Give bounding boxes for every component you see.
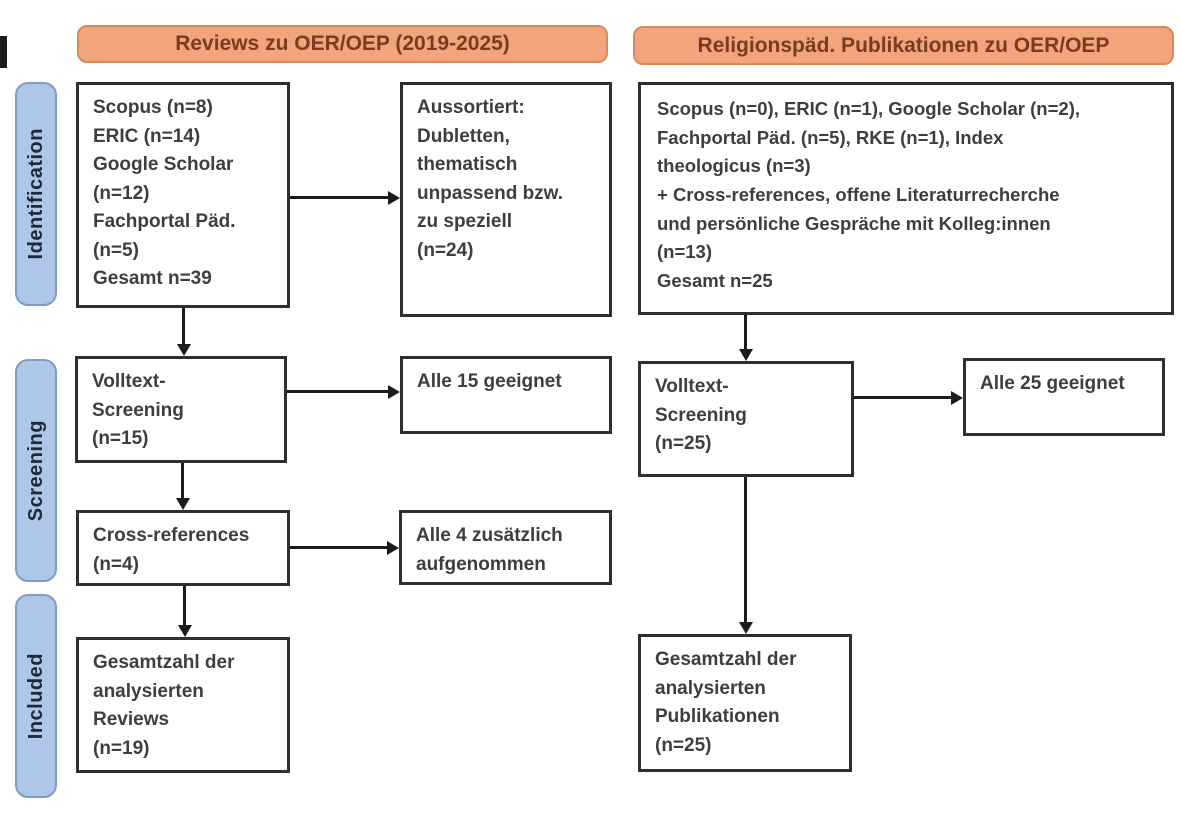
arrow-reviews-crossref-to-result	[290, 546, 387, 549]
stage-label-screening: Screening	[15, 359, 57, 582]
arrow-relpaed-fulltext-to-result	[854, 396, 951, 399]
box-reviews-included: Gesamtzahl der analysierten Reviews (n=1…	[76, 637, 290, 773]
box-relpaed-fulltext-result: Alle 25 geeignet	[963, 358, 1165, 436]
stage-label-identification: Identification	[15, 82, 57, 306]
stage-label-included: Included	[15, 594, 57, 798]
arrow-reviews-fulltext-to-crossref	[181, 463, 184, 498]
box-reviews-excluded: Aussortiert: Dubletten, thematisch unpas…	[400, 82, 612, 317]
stage-label-screening-text: Screening	[24, 419, 47, 522]
arrow-reviews-sources-to-fulltext	[182, 308, 185, 344]
box-reviews-sources: Scopus (n=8) ERIC (n=14) Google Scholar …	[76, 82, 290, 308]
box-reviews-fulltext-screening: Volltext- Screening (n=15)	[75, 356, 287, 463]
arrow-relpaed-sources-to-fulltext	[744, 315, 747, 349]
arrow-reviews-crossref-to-included	[183, 586, 186, 625]
arrow-reviews-sources-to-excluded	[290, 196, 388, 199]
column-header-religionspaed: Religionspäd. Publikationen zu OER/OEP	[633, 26, 1174, 65]
arrow-reviews-fulltext-to-result	[287, 390, 388, 393]
box-relpaed-included: Gesamtzahl der analysierten Publikatione…	[638, 634, 852, 772]
box-relpaed-sources: Scopus (n=0), ERIC (n=1), Google Scholar…	[638, 82, 1174, 315]
box-relpaed-fulltext-screening: Volltext- Screening (n=25)	[638, 361, 854, 477]
column-header-reviews: Reviews zu OER/OEP (2019-2025)	[77, 25, 608, 63]
stage-label-identification-text: Identification	[24, 128, 47, 260]
box-reviews-crossref: Cross-references (n=4)	[76, 510, 290, 586]
scan-artifact	[0, 36, 7, 68]
box-reviews-crossref-result: Alle 4 zusätzlich aufgenommen	[399, 510, 612, 585]
stage-label-included-text: Included	[24, 652, 47, 740]
arrow-relpaed-fulltext-to-included	[744, 477, 747, 622]
box-reviews-fulltext-result: Alle 15 geeignet	[400, 356, 612, 434]
